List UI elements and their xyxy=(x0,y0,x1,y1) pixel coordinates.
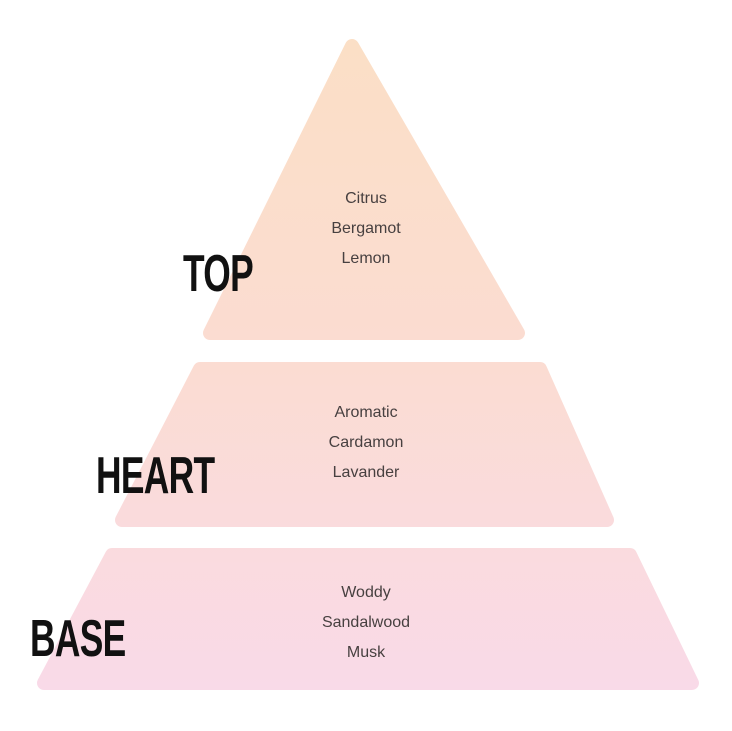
tier-base-notes: Woddy Sandalwood Musk xyxy=(266,578,466,668)
note: Citrus xyxy=(345,190,387,207)
tier-base-shape xyxy=(37,548,699,690)
tier-label-heart: HEART xyxy=(96,447,215,505)
tier-top-notes: Citrus Bergamot Lemon xyxy=(266,184,466,274)
note: Lemon xyxy=(341,250,391,267)
note: Lavander xyxy=(332,464,400,481)
note: Woddy xyxy=(341,584,391,601)
note: Cardamon xyxy=(328,434,404,451)
tier-heart-shape xyxy=(115,362,614,527)
note: Aromatic xyxy=(334,404,398,421)
tier-top-shape xyxy=(203,39,525,340)
note: Bergamot xyxy=(331,220,401,237)
tier-label-top: TOP xyxy=(183,245,254,303)
note: Musk xyxy=(346,644,386,661)
note: Sandalwood xyxy=(321,614,411,631)
tier-heart-notes: Aromatic Cardamon Lavander xyxy=(266,398,466,488)
tier-label-base: BASE xyxy=(30,610,126,668)
